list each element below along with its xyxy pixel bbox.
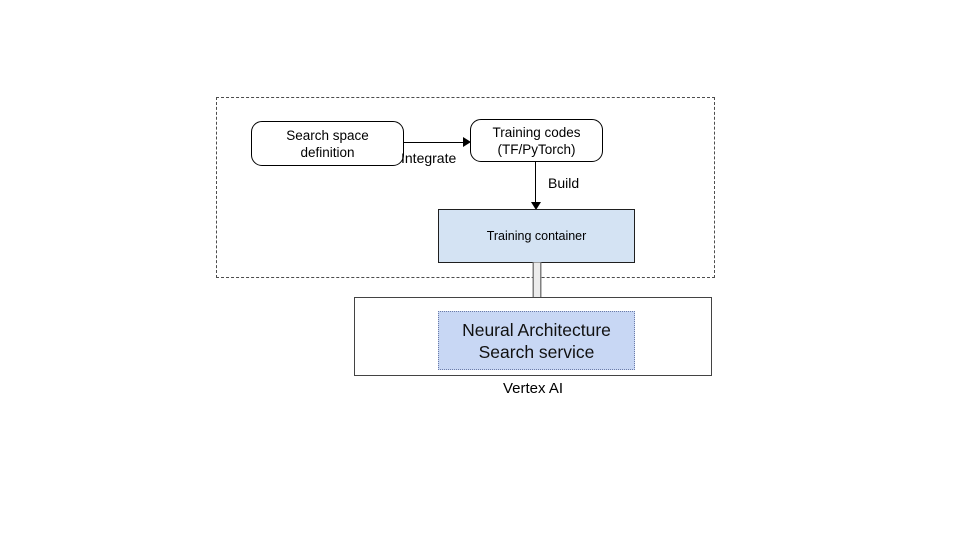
- node-search-space-definition[interactable]: Search space definition: [251, 121, 404, 166]
- caption-vertex-ai: Vertex AI: [502, 380, 564, 397]
- node-neural-architecture-search-service[interactable]: Neural Architecture Search service: [438, 311, 635, 370]
- node-search-space-definition-line1: Search space: [286, 127, 369, 143]
- edge-build-arrowhead-icon: [531, 202, 541, 210]
- node-training-container-label: Training container: [486, 229, 587, 243]
- node-nas-line2: Search service: [478, 341, 595, 362]
- edge-integrate-line: [404, 142, 465, 144]
- edge-build-line: [535, 162, 537, 206]
- node-training-codes-line2: (TF/PyTorch): [497, 141, 576, 157]
- node-training-codes-line1: Training codes: [492, 124, 581, 140]
- node-training-container[interactable]: Training container: [438, 209, 635, 263]
- edge-integrate-label: Integrate: [401, 150, 457, 166]
- edge-build-label: Build: [548, 175, 580, 191]
- dashed-group-container: [216, 97, 715, 278]
- node-training-codes[interactable]: Training codes (TF/PyTorch): [470, 119, 603, 162]
- node-nas-line1: Neural Architecture: [462, 319, 611, 340]
- node-search-space-definition-line2: definition: [300, 144, 355, 160]
- edge-integrate-arrowhead-icon: [463, 137, 471, 147]
